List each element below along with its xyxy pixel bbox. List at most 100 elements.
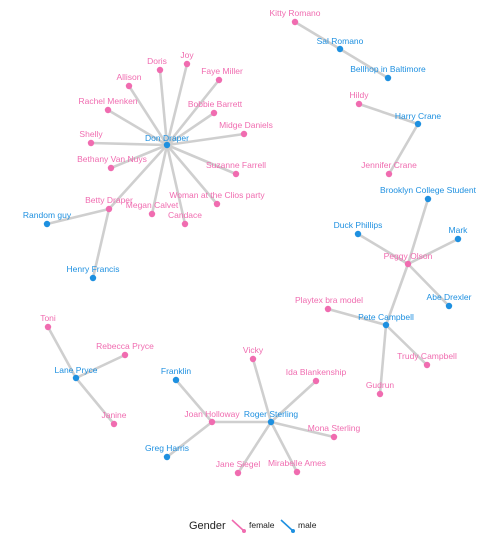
legend-dot-female	[242, 529, 246, 533]
node-label-betty: Betty Draper	[85, 195, 133, 205]
node-midge	[240, 130, 248, 138]
node-gudrun	[376, 390, 384, 398]
node-label-mona: Mona Sterling	[308, 423, 361, 433]
edge-don-allison	[127, 84, 169, 147]
node-label-roger: Roger Sterling	[244, 409, 299, 419]
edge-don-woman	[165, 143, 219, 206]
edge-don-faye	[165, 78, 221, 147]
legend-key-female	[231, 519, 245, 532]
node-trudy	[423, 361, 431, 369]
node-mark	[454, 235, 462, 243]
node-label-playtex: Playtex bra model	[295, 295, 363, 305]
edge-roger-vicky	[251, 357, 273, 424]
node-franklin	[172, 376, 180, 384]
node-label-abe: Abe Drexler	[427, 292, 472, 302]
edge-kitty-sal	[293, 20, 342, 51]
node-label-midge: Midge Daniels	[219, 120, 273, 130]
edge-layer	[45, 20, 460, 475]
node-label-mark: Mark	[449, 225, 469, 235]
node-allison	[125, 82, 133, 90]
node-label-pete: Pete Campbell	[358, 312, 414, 322]
legend-title: Gender	[189, 520, 226, 532]
node-faye	[215, 76, 223, 84]
edge-peggy-brooklyn	[406, 197, 430, 266]
node-label-randomguy: Random guy	[23, 210, 72, 220]
node-label-bobbie: Bobbie Barrett	[188, 99, 243, 109]
node-duck	[354, 230, 362, 238]
node-label-henry: Henry Francis	[67, 264, 120, 274]
node-label-peggy: Peggy Olson	[384, 251, 433, 261]
node-label-greg: Greg Harris	[145, 443, 189, 453]
legend-label-male: male	[298, 520, 317, 530]
node-sal	[336, 45, 344, 53]
edge-don-suzanne	[165, 143, 238, 176]
node-peggy	[404, 260, 412, 268]
node-playtex	[324, 305, 332, 313]
edge-don-doris	[158, 68, 169, 147]
edge-don-joy	[165, 62, 189, 147]
node-vicky	[249, 355, 257, 363]
edge-joan-greg	[165, 420, 214, 459]
node-label-gudrun: Gudrun	[366, 380, 395, 390]
node-mirabelle	[293, 468, 301, 476]
edge-don-candace	[165, 143, 187, 226]
node-bellhop	[384, 74, 392, 82]
node-label-sal: Sal Romano	[317, 36, 364, 46]
edge-joan-franklin	[174, 378, 214, 424]
node-greg	[163, 453, 171, 461]
node-label-lane: Lane Pryce	[55, 365, 98, 375]
node-label-trudy: Trudy Campbell	[397, 351, 457, 361]
node-candace	[181, 220, 189, 228]
edge-don-betty	[107, 143, 169, 211]
node-lane	[72, 374, 80, 382]
edge-lane-toni	[46, 325, 78, 380]
node-brooklyn	[424, 195, 432, 203]
edge-pete-gudrun	[378, 323, 388, 396]
node-label-jennifer: Jennifer Crane	[361, 160, 417, 170]
edge-don-midge	[165, 132, 246, 147]
node-betty	[105, 205, 113, 213]
edge-roger-mirabelle	[269, 420, 299, 474]
edge-peggy-abe	[406, 262, 451, 308]
edge-roger-jane	[236, 420, 273, 475]
node-label-hildy: Hildy	[350, 90, 370, 100]
node-shelly	[87, 139, 95, 147]
node-label-suzanne: Suzanne Farrell	[206, 160, 266, 170]
edge-roger-ida	[269, 379, 318, 424]
node-jane	[234, 469, 242, 477]
node-pete	[382, 321, 390, 329]
legend-dot-male	[291, 529, 295, 533]
edge-betty-henry	[91, 207, 111, 280]
node-label-shelly: Shelly	[79, 129, 103, 139]
node-label-rachel: Rachel Menken	[78, 96, 137, 106]
node-label-franklin: Franklin	[161, 366, 192, 376]
node-label-allison: Allison	[116, 72, 141, 82]
edge-harry-jennifer	[387, 122, 420, 176]
node-hildy	[355, 100, 363, 108]
node-label-ida: Ida Blankenship	[286, 367, 347, 377]
node-mona	[330, 433, 338, 441]
node-kitty	[291, 18, 299, 26]
edge-lane-rebecca	[74, 353, 127, 380]
node-rachel	[104, 106, 112, 114]
node-suzanne	[232, 170, 240, 178]
node-rebecca	[121, 351, 129, 359]
edge-peggy-mark	[406, 237, 460, 266]
node-joy	[183, 60, 191, 68]
node-label-toni: Toni	[40, 313, 56, 323]
node-label-candace: Candace	[168, 210, 202, 220]
node-doris	[156, 66, 164, 74]
node-label-rebecca: Rebecca Pryce	[96, 341, 154, 351]
node-bethany	[107, 164, 115, 172]
edge-don-bethany	[109, 143, 169, 170]
edge-pete-trudy	[384, 323, 429, 367]
node-bobbie	[210, 109, 218, 117]
edge-lane-janine	[74, 376, 116, 426]
node-roger	[267, 418, 275, 426]
node-label-vicky: Vicky	[243, 345, 264, 355]
node-label-joy: Joy	[180, 50, 194, 60]
node-label-faye: Faye Miller	[201, 66, 243, 76]
node-label-duck: Duck Phillips	[334, 220, 383, 230]
